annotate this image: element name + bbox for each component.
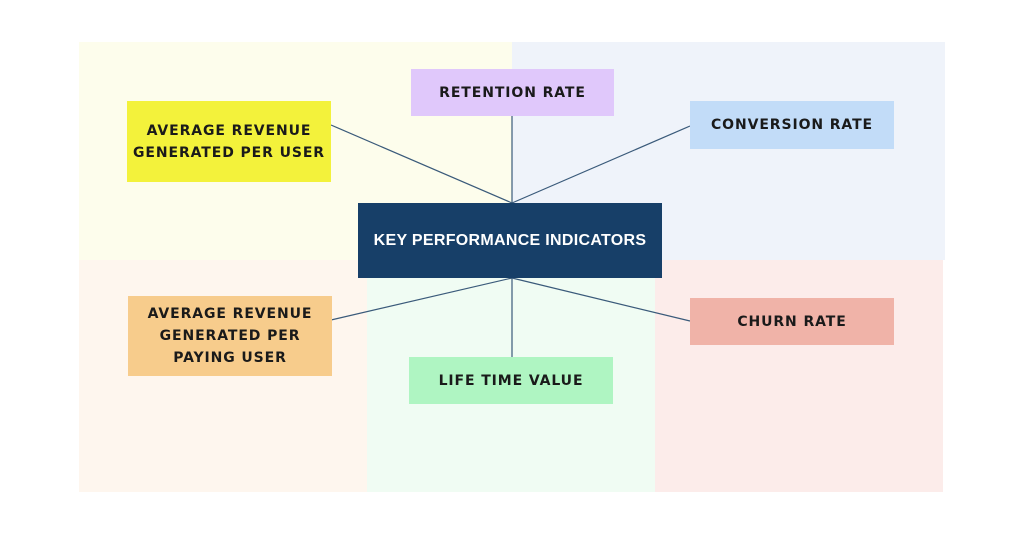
connector-arpu bbox=[330, 124, 513, 204]
node-label: AVERAGE REVENUE GENERATED PER USER bbox=[133, 122, 325, 161]
node-churn-rate: CHURN RATE bbox=[690, 298, 894, 345]
node-label: LIFE TIME VALUE bbox=[438, 372, 584, 389]
node-average-revenue-per-user: AVERAGE REVENUE GENERATED PER USER bbox=[127, 101, 331, 182]
node-life-time-value: LIFE TIME VALUE bbox=[409, 357, 613, 404]
node-label: RETENTION RATE bbox=[439, 84, 586, 101]
connector-churn-rate bbox=[511, 277, 691, 322]
node-retention-rate: RETENTION RATE bbox=[411, 69, 614, 116]
node-label: CHURN RATE bbox=[737, 313, 847, 330]
connector-arppu bbox=[330, 277, 513, 321]
connector-conversion-rate bbox=[511, 125, 691, 204]
node-average-revenue-per-paying-user: AVERAGE REVENUE GENERATED PER PAYING USE… bbox=[128, 296, 332, 376]
node-label: CONVERSION RATE bbox=[711, 117, 873, 133]
center-node-key-performance-indicators: KEY PERFORMANCE INDICATORS bbox=[358, 203, 662, 278]
center-node-label: KEY PERFORMANCE INDICATORS bbox=[373, 231, 647, 249]
node-label: AVERAGE REVENUE GENERATED PER PAYING USE… bbox=[147, 306, 313, 366]
node-conversion-rate: CONVERSION RATE bbox=[690, 101, 894, 149]
